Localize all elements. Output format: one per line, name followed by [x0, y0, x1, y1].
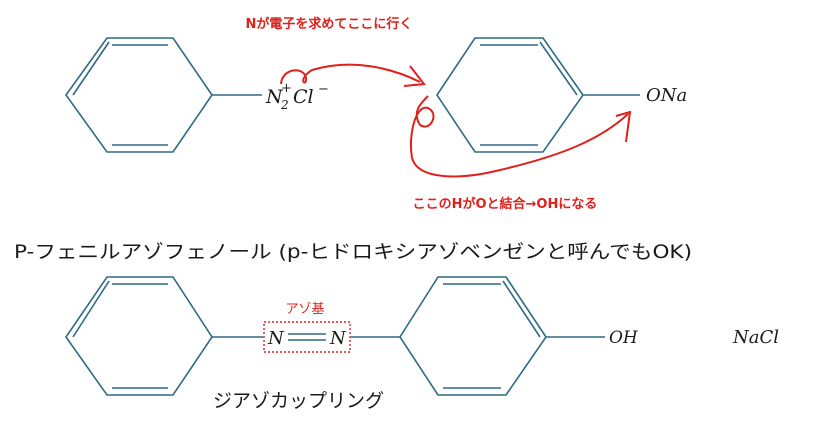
electron-arrow-top	[280, 63, 426, 87]
benzene-ring-top-right	[436, 37, 584, 153]
diazonium-minus: −	[318, 82, 329, 97]
phenoxide-formula: ONa	[646, 85, 687, 106]
benzene-ring-bottom-left	[65, 276, 213, 396]
hydroxyl-formula: OH	[609, 328, 639, 348]
product-name: P-フェニルアゾフェノール (p-ヒドロキシアゾベンゼンと呼んでもOK)	[14, 241, 692, 263]
bottom-annotation: ここのHがOと結合→OHになる	[413, 196, 598, 212]
azo-group-label: アゾ基	[285, 302, 324, 317]
reaction-name: ジアゾカップリング	[213, 390, 384, 412]
azo-n-right: N	[329, 328, 347, 349]
azo-n-left: N	[267, 328, 285, 349]
benzene-ring-bottom-right	[399, 276, 547, 396]
diazonium-subscript: 2	[280, 98, 289, 112]
byproduct-formula: NaCl	[732, 327, 779, 348]
benzene-ring-top-left	[65, 37, 213, 153]
azo-group-box	[263, 321, 351, 353]
diazonium-superscript: +	[281, 81, 292, 96]
electron-arrow-bottom	[410, 95, 632, 178]
diazonium-n: N	[265, 86, 284, 108]
diazonium-cl: Cl	[293, 86, 314, 108]
top-annotation: Nが電子を求めてここに行く	[246, 16, 413, 32]
